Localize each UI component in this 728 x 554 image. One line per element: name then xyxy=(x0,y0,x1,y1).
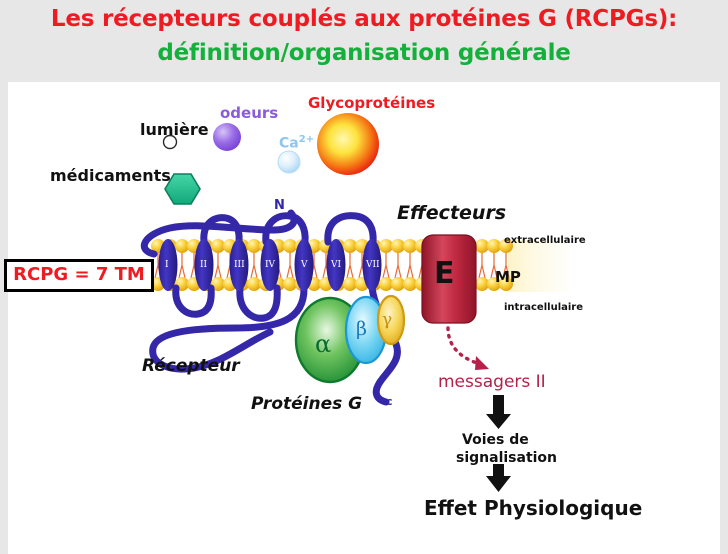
page-title-line1: Les récepteurs couplés aux protéines G (… xyxy=(50,6,678,32)
helix-VII xyxy=(362,239,382,291)
ligand-lumiere-circle xyxy=(162,134,178,150)
ligand-glycoproteines-sphere xyxy=(317,113,379,175)
ligand-label-medicaments: médicaments xyxy=(50,166,171,185)
membrane-label: MP xyxy=(495,268,521,286)
diagram-svg xyxy=(140,113,570,492)
transmembrane-helices xyxy=(158,239,382,291)
helix-II xyxy=(194,239,214,291)
helix-I xyxy=(158,239,178,291)
extracellular-label: extracellulaire xyxy=(504,235,586,246)
effector-symbol: E xyxy=(434,256,455,291)
rcpg-callout-box xyxy=(4,259,154,292)
effector-protein xyxy=(421,234,477,324)
slide-header: Les récepteurs couplés aux protéines G (… xyxy=(0,0,728,82)
cascade-effet-label: Effet Physiologique xyxy=(424,496,643,520)
rcpg-callout-label: RCPG = 7 TM xyxy=(13,264,145,285)
helix-IV xyxy=(260,239,280,291)
receptor-n-terminus-label: N xyxy=(274,198,285,213)
g-protein-complex xyxy=(294,294,406,384)
ligand-label-calcium: Ca2+ xyxy=(279,134,315,152)
ligand-odeurs-sphere xyxy=(213,123,241,151)
ligand-label-lumiere: lumière xyxy=(140,120,209,139)
cascade-voies-line2: signalisation xyxy=(456,450,558,466)
receptor-c-terminus-label: c xyxy=(386,395,393,408)
g-alpha-symbol: α xyxy=(315,330,332,358)
activation-dotted-arrow xyxy=(446,326,489,370)
diagram-canvas: lumière odeurs Ca2+ Glycoprotéines médic… xyxy=(4,82,720,554)
helix-label-4: IV xyxy=(265,260,276,270)
receptor-label: Récepteur xyxy=(142,356,240,376)
cascade-messagers-label: messagers II xyxy=(438,372,546,392)
helix-label-1: I xyxy=(165,260,169,270)
ligand-calcium-sphere xyxy=(277,150,301,174)
g-protein-label: Protéines G xyxy=(251,394,363,414)
arrow-messagers-to-voies xyxy=(486,395,511,429)
g-gamma-subunit xyxy=(376,294,406,346)
helix-VI xyxy=(326,239,346,291)
g-beta-symbol: β xyxy=(356,318,367,340)
helix-label-5: V xyxy=(301,260,308,270)
ligand-medicaments-hexagon xyxy=(164,173,201,205)
helix-III xyxy=(229,239,249,291)
effector-title: Effecteurs xyxy=(397,202,507,224)
helix-label-6: VI xyxy=(331,260,342,270)
ligand-label-glycoproteines: Glycoprotéines xyxy=(308,94,436,112)
arrow-voies-to-effet xyxy=(486,464,511,492)
helix-label-2: II xyxy=(200,260,208,270)
helix-label-7: VII xyxy=(366,260,380,270)
ligand-label-odeurs: odeurs xyxy=(220,104,279,122)
g-gamma-symbol: γ xyxy=(382,310,393,330)
page-title-line2: définition/organisation générale xyxy=(157,40,571,66)
cascade-arrows xyxy=(486,395,511,492)
helix-V xyxy=(294,239,314,291)
helix-label-3: III xyxy=(234,260,245,270)
cascade-voies-line1: Voies de xyxy=(462,432,529,448)
intracellular-label: intracellulaire xyxy=(504,302,584,313)
